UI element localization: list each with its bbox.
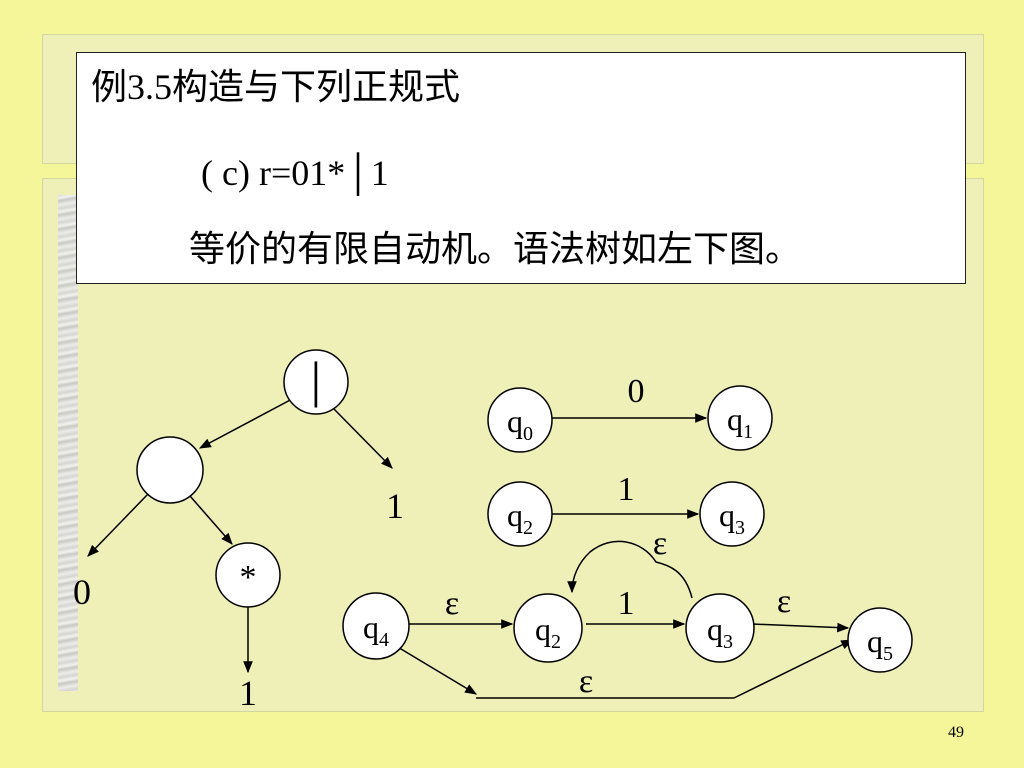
- tree-node-union-label: │: [303, 361, 330, 408]
- title-box: 例3.5构造与下列正规式 ( c) r=01*│1 等价的有限自动机。语法树如左…: [76, 52, 966, 284]
- state-q0-label: q0: [507, 403, 533, 445]
- nfa-middle: 1 q2 q3: [487, 471, 765, 547]
- state-q0: [487, 387, 553, 453]
- state-q3-label: q3: [707, 611, 733, 653]
- state-q2-middle: [487, 481, 553, 547]
- syntax-tree: │ * 0 1 1: [73, 349, 404, 713]
- title-line-3: 等价的有限自动机。语法树如左下图。: [189, 229, 802, 269]
- edge-bypass-label: ε: [579, 663, 593, 700]
- state-q1: [707, 385, 773, 451]
- state-q4: [342, 592, 410, 660]
- tree-node-concat: [136, 436, 204, 504]
- tree-edge-concat-star: [189, 495, 233, 545]
- state-q2: [513, 593, 583, 663]
- tree-edge-root-concat: [198, 397, 295, 449]
- edge-loop-label: ε: [653, 525, 667, 562]
- marble-strip: [58, 195, 78, 691]
- edge-q4-q2-label: ε: [445, 585, 459, 622]
- nfa-top-edge-label: 0: [628, 373, 645, 410]
- state-q3-middle-label: q3: [719, 497, 745, 539]
- edge-q3-q5: [751, 622, 850, 633]
- state-q5-label: q5: [867, 623, 893, 665]
- tree-edge-concat-zero: [87, 493, 149, 557]
- tree-leaf-one-right: 1: [386, 486, 404, 526]
- state-q1-label: q1: [727, 401, 753, 443]
- edge-q2-q3-label: 1: [618, 585, 635, 622]
- tree-node-star: [215, 542, 281, 608]
- tree-edge-root-one: [332, 407, 393, 469]
- edge-q4-bypass-down: [395, 645, 478, 695]
- state-q4-label: q4: [363, 609, 389, 651]
- tree-leaf-zero: 0: [73, 572, 91, 612]
- state-q3-middle: [699, 481, 765, 547]
- page-number: 49: [948, 724, 964, 741]
- edge-bypass-up-q5: [733, 639, 854, 699]
- tree-node-star-label: *: [240, 559, 257, 596]
- title-line-2: ( c) r=01*│1: [201, 153, 389, 193]
- title-line-1: 例3.5构造与下列正规式: [91, 67, 461, 107]
- state-q5: [847, 607, 913, 673]
- tree-node-union: [283, 349, 349, 415]
- edge-q3-q2-loop: [567, 540, 693, 599]
- tree-leaf-one-bottom: 1: [239, 673, 257, 713]
- nfa-top: 0 q0 q1: [487, 373, 773, 453]
- state-q2-middle-label: q2: [507, 497, 533, 539]
- nfa-middle-edge-label: 1: [618, 471, 635, 508]
- state-q2-label: q2: [535, 611, 561, 653]
- nfa-bottom: ε 1 ε ε ε q4 q2 q3 q5: [342, 525, 913, 700]
- state-q3: [685, 593, 755, 663]
- edge-q3-q5-label: ε: [777, 583, 791, 620]
